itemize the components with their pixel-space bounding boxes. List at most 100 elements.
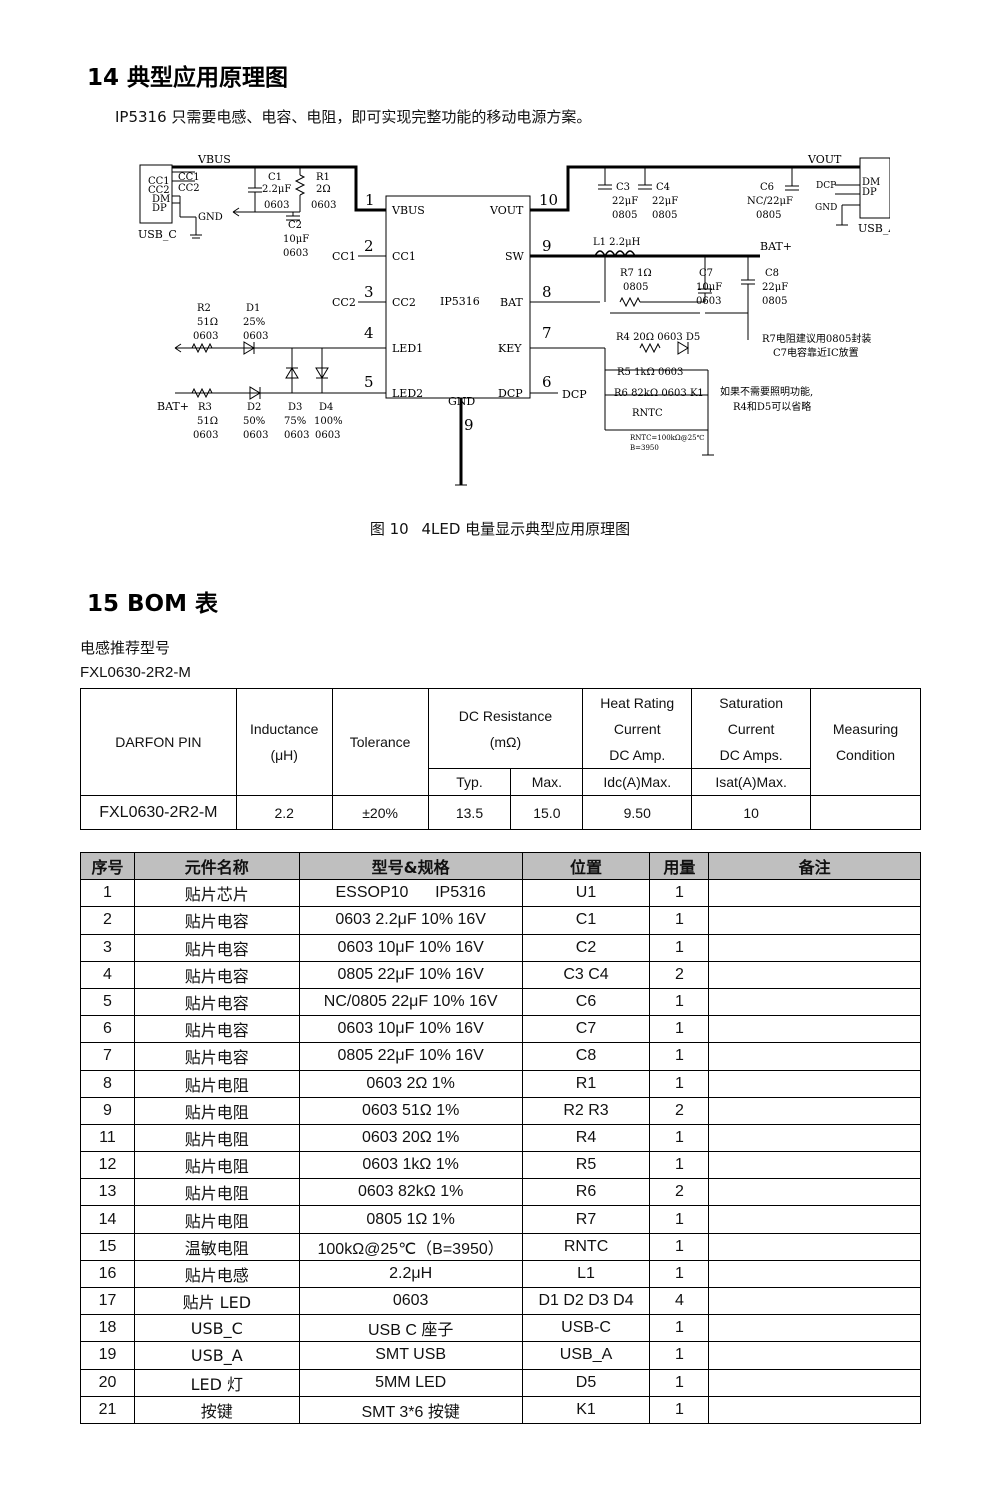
bom-cell-index: 17 — [80, 1286, 135, 1316]
label-bat-plus-left: BAT+ — [157, 400, 189, 413]
bom-cell-qty: 1 — [649, 1395, 710, 1424]
note-r7: R7电阻建议用0805封装 — [762, 332, 871, 345]
bom-cell-qty: 1 — [649, 1151, 710, 1180]
bom-header-location: 位置 — [521, 851, 651, 881]
bom-cell-spec: 0603 10μF 10% 16V — [298, 1015, 523, 1044]
pin-sw: SW — [505, 250, 525, 263]
usb-a-connector — [859, 157, 890, 219]
bom-cell-remark — [708, 1395, 921, 1424]
usbc-pin-cc1: CC1 — [148, 176, 170, 187]
bom-cell-spec: 100kΩ@25℃（B=3950） — [298, 1232, 523, 1261]
bom-cell-location: K1 — [521, 1395, 651, 1424]
bom-header-index: 序号 — [80, 851, 135, 881]
application-schematic: VBUS VOUT BAT+ BAT+ USB_C USB_A GND GND … — [138, 153, 890, 486]
bom-cell-remark — [708, 1314, 921, 1343]
bom-cell-qty: 1 — [649, 1259, 710, 1289]
net-cc2: CC2 — [332, 296, 356, 309]
label-usb-c: USB_C — [138, 228, 177, 241]
bom-cell-index: 9 — [80, 1096, 135, 1125]
section-14-title: 14 典型应用原理图 — [87, 65, 289, 91]
d4-package: 0603 — [315, 430, 340, 441]
bom-cell-location: R1 — [521, 1069, 651, 1098]
r2-resistor — [191, 342, 213, 354]
bom-cell-index: 6 — [80, 1015, 135, 1044]
r3-resistor — [191, 387, 213, 399]
bom-cell-remark — [708, 1151, 921, 1180]
c1-package: 0603 — [264, 200, 289, 211]
bom-cell-name: 贴片电容 — [133, 960, 300, 989]
bom-cell-qty: 1 — [649, 1232, 710, 1261]
bom-cell-index: 1 — [80, 879, 135, 908]
bom-cell-qty: 1 — [649, 1015, 710, 1044]
usbc-net-cc1: CC1 — [178, 172, 200, 183]
r2-package: 0603 — [193, 331, 218, 342]
pin-num-4: 4 — [364, 324, 374, 342]
c4-value: 22μF — [652, 196, 678, 207]
label-gnd-usba: GND — [815, 203, 837, 213]
bom-cell-qty: 1 — [649, 906, 710, 935]
pin-key: KEY — [498, 342, 522, 355]
bom-cell-name: 贴片电容 — [133, 906, 300, 935]
bom-cell-name: 贴片电容 — [133, 1042, 300, 1071]
bom-cell-location: R7 — [521, 1205, 651, 1234]
bom-cell-index: 11 — [80, 1123, 135, 1153]
figure-title: 4LED 电量显示典型应用原理图 — [421, 520, 631, 538]
l1-inductor — [594, 250, 636, 258]
pin-cc1: CC1 — [392, 250, 416, 263]
bom-cell-location: R2 R3 — [521, 1096, 651, 1125]
d2-package: 0603 — [243, 430, 268, 441]
bom-cell-qty: 1 — [649, 933, 710, 962]
r6-k1-label: R6 82kΩ 0603 K1 — [614, 388, 704, 399]
header-darfon-pin: DARFON PIN — [80, 688, 237, 796]
r1-package: 0603 — [311, 200, 336, 211]
bom-cell-index: 16 — [80, 1259, 135, 1289]
bom-cell-location: C8 — [521, 1042, 651, 1071]
bom-cell-remark — [708, 906, 921, 935]
c1-ref: C1 — [268, 172, 282, 183]
bom-cell-index: 3 — [80, 933, 135, 962]
c3-package: 0805 — [612, 210, 637, 221]
bom-cell-qty: 1 — [649, 1314, 710, 1343]
bom-cell-remark — [708, 1368, 921, 1397]
cell-max: 15.0 — [510, 795, 584, 830]
d5-led — [677, 341, 689, 355]
d1-package: 0603 — [243, 331, 268, 342]
pin-led2: LED2 — [392, 387, 423, 400]
bom-cell-spec: 0805 1Ω 1% — [298, 1205, 523, 1234]
bom-cell-name: 贴片电阻 — [133, 1151, 300, 1180]
section-15-title: 15 BOM 表 — [87, 591, 218, 617]
l1-label: L1 2.2μH — [593, 237, 641, 248]
r7-ref: R7 1Ω — [620, 268, 652, 279]
pin-cc2: CC2 — [392, 296, 416, 309]
bom-cell-spec: 5MM LED — [298, 1368, 523, 1397]
bom-cell-spec: SMT USB — [298, 1341, 523, 1370]
pin-num-9a: 9 — [542, 237, 552, 255]
bom-cell-name: 贴片电阻 — [133, 1205, 300, 1234]
c6-value: NC/22μF — [747, 196, 793, 207]
bom-cell-location: U1 — [521, 879, 651, 908]
bom-cell-name: 贴片电阻 — [133, 1123, 300, 1153]
pin-num-5: 5 — [364, 373, 374, 391]
inductor-model: FXL0630-2R2-M — [80, 664, 191, 681]
note-r4-2: R4和D5可以省略 — [733, 400, 811, 413]
c8-value: 22μF — [762, 282, 788, 293]
c7-ref: C7 — [699, 268, 713, 279]
bom-cell-index: 21 — [80, 1395, 135, 1424]
bom-cell-qty: 1 — [649, 879, 710, 908]
pin-num-6: 6 — [542, 373, 552, 391]
r2-value: 51Ω — [197, 317, 218, 328]
bom-cell-qty: 2 — [649, 1096, 710, 1125]
pin-vout: VOUT — [489, 204, 524, 217]
bom-cell-spec: 0603 20Ω 1% — [298, 1123, 523, 1153]
bom-cell-location: C3 C4 — [521, 960, 651, 989]
bom-cell-remark — [708, 1232, 921, 1261]
c3-ref: C3 — [616, 182, 630, 193]
